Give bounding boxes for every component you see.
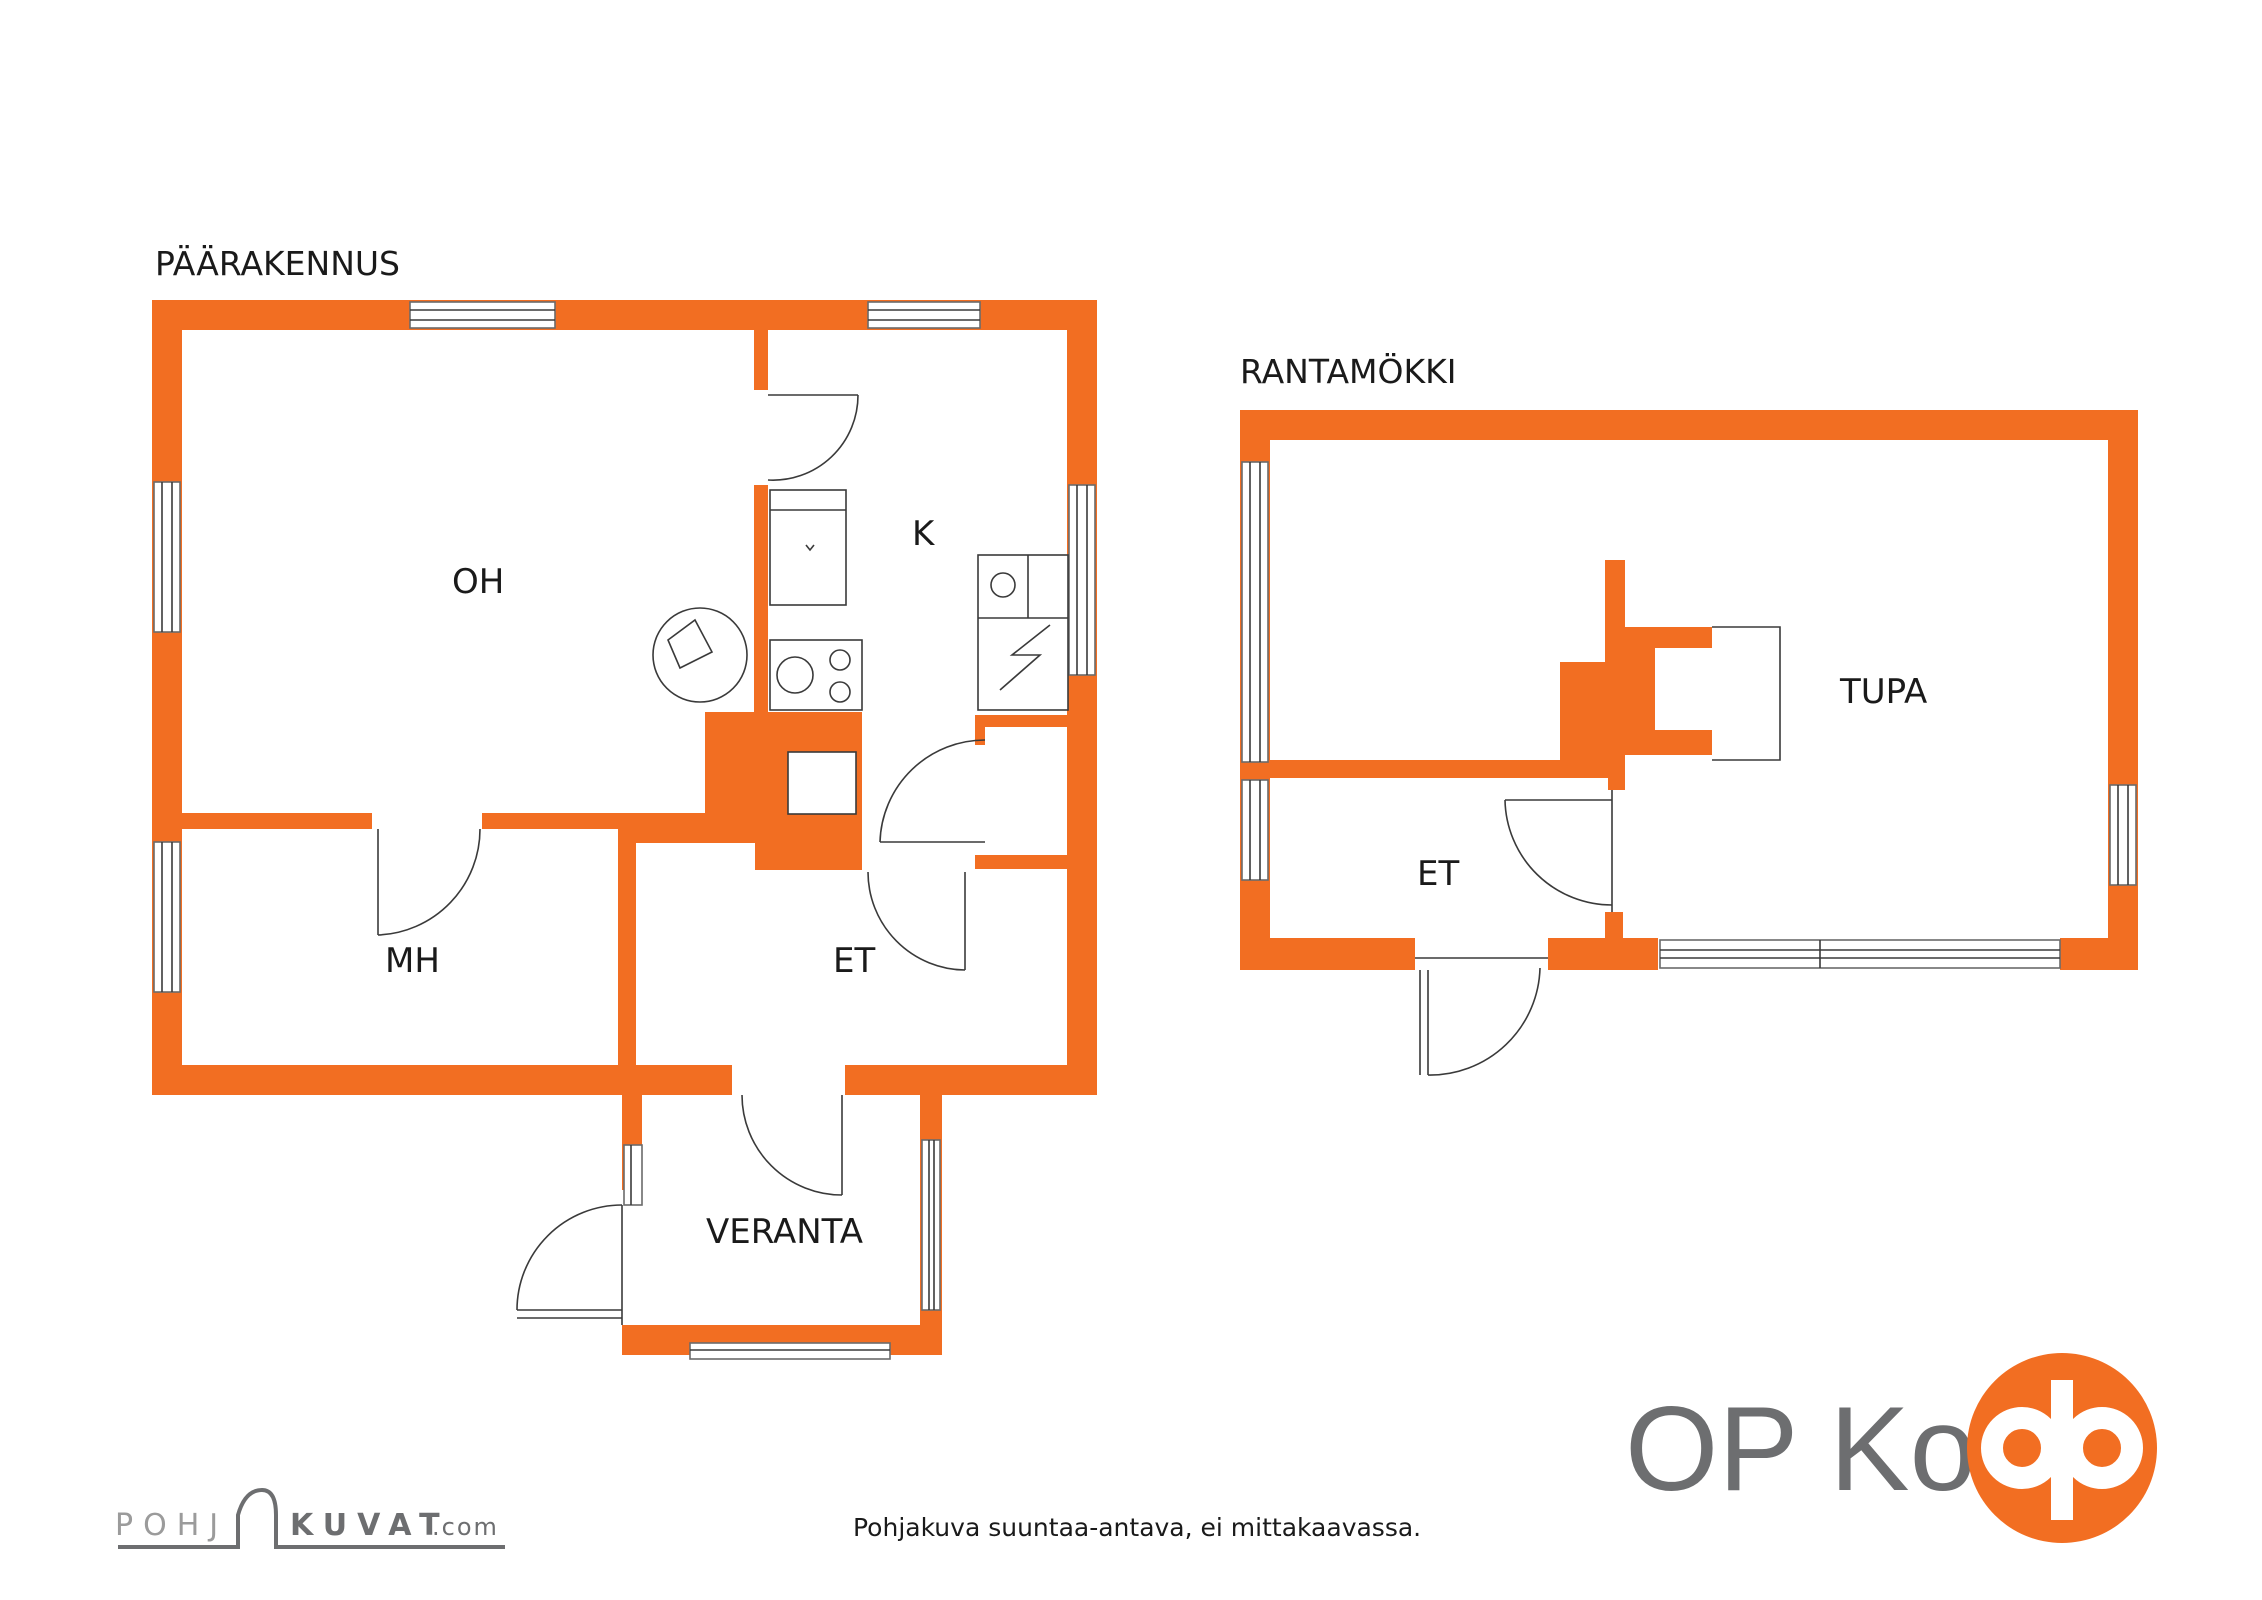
window-veranta-right (921, 1139, 941, 1311)
wall-et-top (636, 827, 756, 843)
door-oh-k-swing (767, 394, 859, 481)
stove-burner-1 (829, 649, 851, 671)
wall-wc-bottom (975, 855, 1067, 869)
sink-counter (977, 554, 1069, 711)
veranta-wall-left-lower (622, 1325, 642, 1355)
door-mh-swing (377, 828, 481, 936)
wall-oh-k-lower (754, 485, 768, 715)
cabin-interior-wall (1270, 760, 1610, 778)
cabin-wall-bottom-left (1240, 938, 1415, 970)
cabin-fireplace (1560, 560, 1712, 790)
window-tupa-right (2109, 784, 2137, 886)
disclaimer-text: Pohjakuva suuntaa-antava, ei mittakaavas… (853, 1513, 1421, 1542)
room-label-tupa: TUPA (1839, 672, 1927, 712)
window-oh-top (409, 301, 556, 329)
room-label-oh: OH (452, 562, 504, 602)
wall-oh-mh-left (182, 813, 372, 829)
window-k-right (1068, 484, 1096, 676)
wall-wc-stub (975, 715, 985, 745)
credit-part1: POHJ (115, 1508, 228, 1543)
main-wall-right (1067, 300, 1097, 1095)
window-tupa-bottom (1659, 939, 2061, 969)
main-doors (377, 394, 986, 1196)
main-windows (153, 301, 1096, 993)
stove-burner-2 (829, 681, 851, 703)
main-wall-bottom-left (152, 1065, 732, 1095)
cabin-wall-right (2108, 410, 2138, 970)
credit-suffix: .com (432, 1513, 499, 1541)
cabin-wall-bottom-mid (1548, 938, 1658, 970)
door-veranta-entry-swing (516, 1204, 623, 1311)
stove-burner-large (776, 656, 814, 694)
window-oh-left (153, 481, 181, 633)
door-tupa-swing (1504, 799, 1613, 906)
cabin-building-label: RANTAMÖKKI (1240, 351, 1456, 391)
wall-oh-k-upper (754, 330, 768, 390)
cabin-fireplace-hearth (1712, 626, 1781, 761)
main-interior-walls (182, 330, 1067, 1067)
room-label-et-cabin: ET (1417, 854, 1459, 894)
pohjakuvat-credit: POHJ KUVAT .com (115, 1487, 505, 1549)
cabin-wall-bottom-right (2060, 938, 2138, 970)
wall-mh-et (618, 827, 636, 1067)
window-tupa-left (1241, 461, 1269, 763)
wall-oh-mh-right (482, 813, 762, 829)
credit-mark-icon (118, 1487, 290, 1549)
room-label-mh: MH (385, 941, 440, 981)
door-wc-swing (879, 739, 986, 843)
window-veranta-left (623, 1144, 643, 1206)
veranta: VERANTA (516, 1095, 942, 1360)
door-et-swing (867, 871, 966, 971)
stove (769, 639, 863, 711)
wall-wc-top (975, 715, 1067, 727)
door-cabin-entry-swing (1427, 967, 1541, 1076)
dishwasher-mark (999, 624, 1051, 691)
main-building-label: PÄÄRAKENNUS (155, 244, 400, 283)
room-label-et-main: ET (833, 941, 875, 981)
round-stove (652, 607, 748, 703)
round-stove-inner (667, 618, 714, 670)
op-logo-icon (1967, 1353, 2157, 1543)
credit-part2: KUVAT (290, 1508, 450, 1543)
window-k-top (867, 301, 981, 329)
room-label-veranta: VERANTA (706, 1212, 863, 1252)
window-mh-left (153, 841, 181, 993)
kitchen-fixtures (652, 489, 1069, 711)
door-veranta-swing (741, 1094, 843, 1196)
oven-opening (787, 751, 857, 815)
room-label-k: K (912, 514, 936, 554)
cabin-building: RANTAMÖKKI TUPA ET (1240, 351, 2138, 1076)
window-et-cabin-left (1241, 779, 1269, 881)
cabin-wall-stub (1605, 912, 1623, 940)
sink-basin (990, 572, 1016, 598)
main-wall-bottom-right (845, 1065, 1097, 1095)
main-building: PÄÄRAKENNUS (152, 244, 1097, 1196)
window-veranta-bottom (689, 1342, 891, 1360)
cabin-wall-top (1240, 410, 2138, 440)
